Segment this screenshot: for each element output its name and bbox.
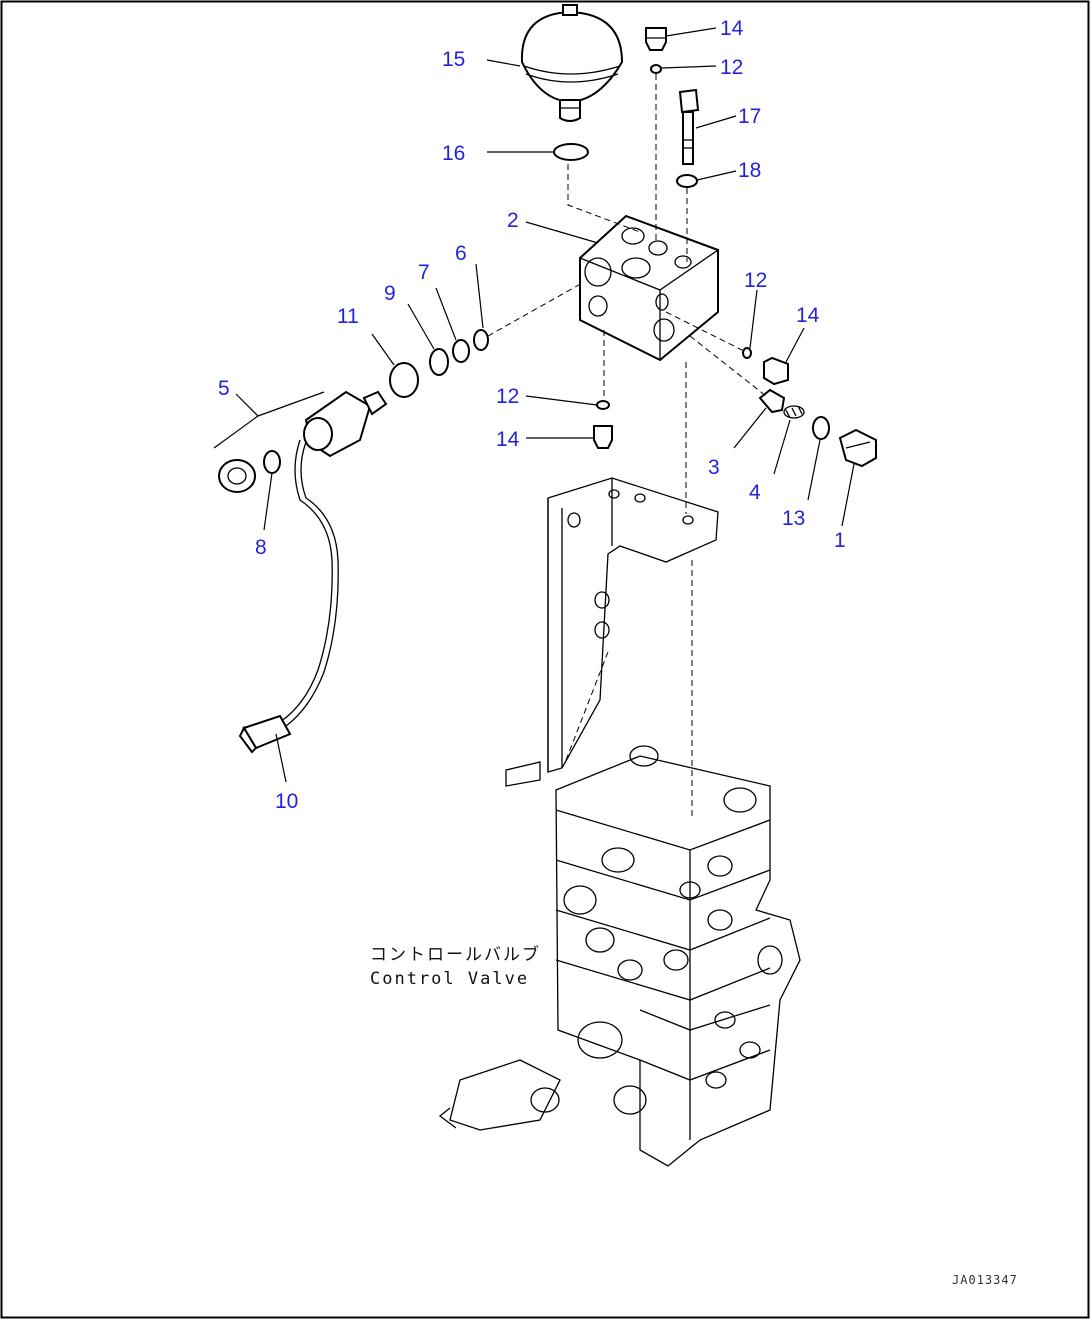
plug-14-right-part (763, 356, 789, 386)
callout-12-right: 12 (744, 269, 767, 292)
callout-16: 16 (442, 142, 465, 165)
oring-12-top-part (650, 64, 662, 74)
valve-block-2-part (579, 214, 719, 362)
callout-3: 3 (708, 456, 720, 479)
washer-18-part (676, 174, 698, 188)
spring-4-part (783, 405, 805, 419)
oring-6-part (473, 329, 489, 351)
callout-12-top: 12 (720, 56, 743, 79)
callout-14-top: 14 (720, 17, 744, 40)
control-valve-part (438, 745, 801, 1167)
oring-9-part (429, 348, 449, 376)
check-valve-3-part (758, 388, 786, 414)
oring-8-part (263, 450, 281, 474)
caption-english: Control Valve (370, 969, 529, 989)
oring-12-right-part (742, 347, 752, 359)
caption-japanese: コントロールバルブ (370, 944, 541, 965)
callout-13: 13 (782, 507, 805, 530)
oring-7-part (452, 339, 470, 363)
leader-lines (213, 27, 855, 783)
callout-1: 1 (834, 529, 846, 552)
accumulator-part (520, 4, 624, 122)
callout-6: 6 (455, 242, 467, 265)
plug-14-bottom-part (593, 425, 613, 449)
callout-4: 4 (749, 481, 761, 504)
callout-14-right: 14 (796, 304, 820, 327)
oring-11-part (389, 362, 419, 398)
callout-8: 8 (255, 536, 267, 559)
bracket-part (505, 477, 719, 787)
callout-5: 5 (218, 377, 230, 400)
oring-12-bottom-part (596, 400, 610, 410)
callout-15: 15 (442, 48, 465, 71)
callout-7: 7 (418, 261, 430, 284)
callout-17: 17 (738, 105, 761, 128)
callout-18: 18 (738, 159, 761, 182)
oring-13-part (812, 416, 830, 440)
plug-14-top-part (645, 27, 667, 51)
callout-12-bottom: 12 (496, 385, 519, 408)
plug-1-part (838, 428, 877, 468)
callout-14-bottom: 14 (496, 428, 520, 451)
callout-10: 10 (275, 790, 298, 813)
oring-16-part (553, 143, 589, 161)
callout-11: 11 (337, 305, 359, 328)
callout-9: 9 (384, 282, 396, 305)
solenoid-5-part (218, 390, 388, 493)
assembly-lines (487, 74, 767, 818)
drawing-code: JA013347 (952, 1273, 1018, 1287)
bolt-17-part (678, 88, 700, 165)
harness-10-part (238, 439, 339, 754)
callout-2: 2 (507, 209, 519, 232)
